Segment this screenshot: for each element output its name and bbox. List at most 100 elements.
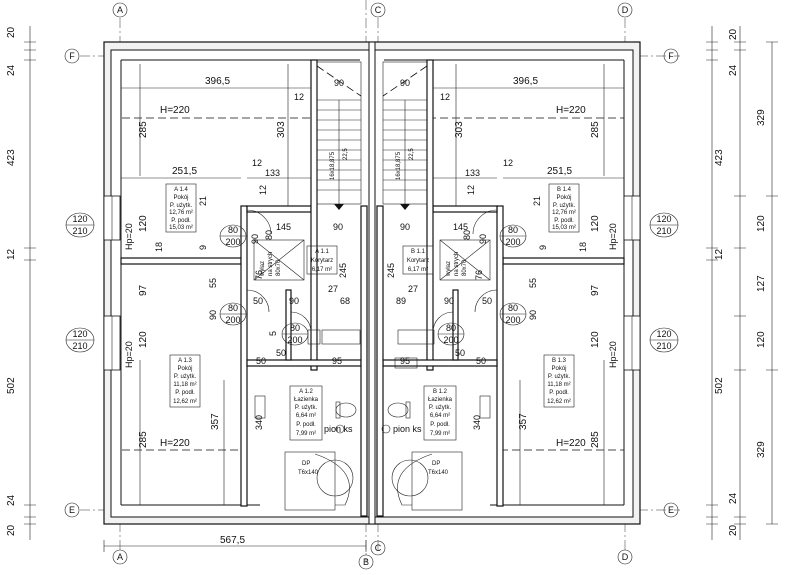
room-b12-v1: 6,64 m²: [430, 413, 450, 419]
hp-a1: Hp=20: [124, 223, 134, 250]
door-swings: [246, 209, 498, 333]
room-a11-v: 6,17 m²: [312, 267, 332, 273]
door-tag-3-h: 200: [287, 335, 302, 345]
dim-50-a1: 50: [253, 296, 263, 306]
right-dim-10: 24: [728, 492, 739, 504]
dim-50-b3: 50: [455, 348, 465, 358]
room-b14-l2: P. podł.: [554, 218, 574, 224]
win-tag-2-h: 210: [72, 341, 87, 351]
axis-label-right-e: E: [668, 505, 674, 515]
win-tag-1-w: 120: [72, 214, 87, 224]
dim-12-a2: 12: [252, 158, 262, 168]
dim-90-a: 90: [333, 222, 343, 232]
left-dim-0: 20: [6, 26, 17, 38]
room-b14-l1: P. użytk.: [553, 203, 576, 209]
dim-120-a1: 120: [138, 215, 149, 232]
outer-walls: [103, 41, 641, 525]
dim-12-b3: 12: [466, 185, 476, 195]
right-dim-8: 502: [714, 377, 725, 394]
axis-label-bottom-c: C: [375, 543, 382, 553]
right-dim-2: 329: [756, 109, 767, 126]
dim-90-a4: 90: [289, 296, 299, 306]
dim-5-a: 5: [268, 331, 278, 336]
room-a14-v1: 12,76 m²: [169, 210, 193, 216]
dim-340-b: 340: [472, 415, 482, 430]
hatch-b-line3: 80x70: [462, 259, 468, 276]
left-dim-3: 12: [6, 248, 17, 260]
room-a14-name: Pokój: [173, 195, 188, 201]
dim-90-a2: 90: [250, 234, 260, 244]
pion-a: pion ks: [324, 424, 353, 434]
room-a13-v1: 11,18 m²: [173, 382, 196, 388]
room-b13-l2: P. podł.: [549, 390, 569, 396]
room-a13-id: A 1.3: [178, 358, 192, 364]
dim-90-b: 90: [400, 222, 410, 232]
bathroom-a-fixtures: [254, 329, 435, 511]
dim-76-a: 76: [254, 270, 264, 280]
right-dim-6: 127: [756, 275, 767, 292]
win-tag-4-w: 120: [656, 329, 671, 339]
room-a12-name: Łazienka: [294, 397, 319, 403]
dim-97-a: 97: [138, 284, 149, 296]
hatch-b-line1: wyłaz: [446, 261, 452, 277]
door-tag-5-h: 200: [505, 315, 520, 325]
roof-hatch-a: [253, 239, 305, 281]
right-dim-0: 20: [728, 28, 739, 40]
dimension-lines: [121, 64, 624, 505]
door-tag-1-h: 200: [225, 237, 240, 247]
door-tag-5-w: 80: [508, 303, 518, 313]
right-dim-1: 24: [728, 64, 739, 76]
interior-walls-a: [120, 59, 368, 517]
shower-a-l1: DP: [302, 461, 310, 467]
door-tag-6-w: 80: [446, 323, 456, 333]
axis-label-top-a: A: [117, 5, 123, 15]
bathroom-b-fixtures: [381, 357, 491, 511]
dim-90-b2: 90: [478, 234, 488, 244]
room-a13-name: Pokój: [177, 366, 192, 372]
dim-12-a3: 12: [258, 185, 268, 195]
dim-95-a: 95: [332, 356, 342, 366]
pion-b: pion ks: [393, 424, 422, 434]
dim-90-a3: 90: [208, 310, 218, 320]
door-tag-2-h: 200: [225, 315, 240, 325]
win-tag-2-w: 120: [72, 329, 87, 339]
left-dim-2: 423: [6, 149, 17, 166]
door-tag-2-w: 80: [228, 303, 238, 313]
axis-label-right-f: F: [668, 51, 674, 61]
dim-80-a: 80: [264, 230, 274, 240]
right-dim-7: 120: [756, 331, 767, 348]
hp-b2: Hp=20: [608, 341, 618, 368]
room-b13-v2: 12,62 m²: [547, 399, 571, 405]
dim-245-b: 245: [386, 263, 396, 278]
hatch-a-line3: 80x70: [276, 259, 282, 276]
dim-396-a: 396,5: [205, 76, 230, 87]
left-dim-6: 20: [6, 524, 17, 536]
h220-label-1: H=220: [160, 105, 190, 116]
dim-133-b: 133: [465, 168, 480, 178]
dim-50-b1: 50: [482, 296, 492, 306]
room-a12-l2: P. podł.: [296, 422, 316, 428]
room-b12-id: B 1.2: [433, 389, 448, 395]
dim-21-a: 21: [198, 196, 208, 206]
dim-245-a: 245: [338, 263, 348, 278]
room-boxes: [165, 183, 580, 441]
dim-133-a: 133: [265, 168, 280, 178]
dim-303-a: 303: [276, 121, 287, 138]
hatch-a-line2: na strych: [268, 252, 274, 276]
dim-55-b: 55: [528, 278, 538, 288]
stairs-label-a: 16x18,875: [330, 151, 336, 180]
room-b12-l2: P. podł.: [430, 422, 450, 428]
windows: [103, 195, 641, 371]
room-b14-name: Pokój: [556, 195, 571, 201]
door-tag-6-h: 200: [443, 335, 458, 345]
left-dim-1: 24: [6, 64, 17, 76]
dim-120-a2: 120: [138, 331, 149, 348]
dim-95-b: 95: [400, 356, 410, 366]
right-dim-9: 329: [756, 441, 767, 458]
door-tag-4-w: 80: [508, 225, 518, 235]
dim-303-b: 303: [454, 121, 465, 138]
ceiling-height-lines: H=220 H=220 H=220 H=220: [122, 105, 624, 451]
room-b12-l1: P. użytk.: [429, 405, 452, 411]
room-b11-v: 6,17 m²: [408, 267, 428, 273]
